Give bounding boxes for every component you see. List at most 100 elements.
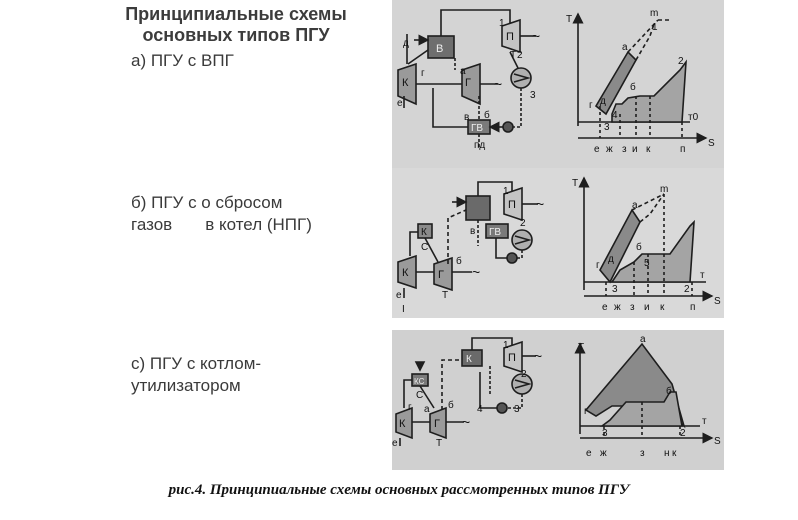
- ts-c-axis-label-s: S: [714, 436, 721, 447]
- scheme-c-mark: е: [392, 438, 398, 449]
- ts-diagram-b: [578, 176, 714, 302]
- gas-turbine-a-label: Г: [465, 77, 471, 89]
- svg-text:~: ~: [536, 196, 544, 212]
- ts-a-point: б: [630, 81, 636, 93]
- ts-c-x-label: н: [664, 448, 670, 459]
- ts-b-x-label: ж: [614, 302, 621, 313]
- scheme-c-marks: б е а г 1 2 3 4 Т: [392, 340, 527, 449]
- ts-b-point: а: [632, 200, 638, 211]
- ts-b-x-label: з: [630, 302, 635, 313]
- ts-a-x-label: ж: [606, 144, 613, 155]
- scheme-a-mark: в: [464, 112, 469, 123]
- scheme-b-marks: б е в 1 2 Т I: [396, 186, 526, 315]
- ts-a-point: 2: [678, 56, 684, 67]
- ts-b-point: 3: [612, 284, 618, 295]
- ts-a-point: т0: [688, 112, 699, 123]
- steam-generator-a-label: В: [436, 43, 443, 55]
- gas-turbine-a: [461, 62, 481, 106]
- svg-text:~: ~: [472, 264, 480, 280]
- scheme-c-mark: г: [408, 402, 412, 413]
- scheme-a: К Г ~ В П ~ ГВ: [397, 9, 540, 148]
- ts-b-point: m: [660, 184, 668, 195]
- scheme-c-mark: а: [424, 404, 430, 415]
- waste-heat-boiler-c-label: К: [466, 354, 472, 365]
- ts-c-x-label: е: [586, 448, 592, 459]
- ts-c-axis-label-t: Т: [578, 342, 584, 353]
- ts-c-labels: Т S а г б 3 2 т е ж з н к: [578, 334, 721, 459]
- scheme-a-label: а) ПГУ с ВПГ: [131, 50, 234, 72]
- scheme-b: К Г ~ К С П ~ ГВ: [397, 181, 544, 298]
- combustion-chamber-c-label: КС: [414, 377, 425, 386]
- combustion-chamber-b-c-label: С: [421, 242, 428, 253]
- ts-b-x-label: п: [690, 302, 695, 313]
- pump-c: [496, 402, 508, 414]
- ts-b-axis-label-s: S: [714, 296, 721, 307]
- ts-a-x-label: п: [680, 144, 685, 155]
- scheme-a-mark: е: [397, 98, 403, 109]
- gas-turbine-b: [433, 256, 453, 292]
- scheme-b-mark: е: [396, 290, 402, 301]
- ts-a-x-label: з: [622, 144, 627, 155]
- ts-b-axis-label-t: Т: [572, 178, 578, 189]
- ts-b-point: 5: [644, 258, 650, 269]
- steam-turbine-a-label: П: [506, 31, 514, 43]
- ts-c-point: б: [666, 385, 672, 397]
- steam-turbine-c-label: П: [508, 352, 516, 364]
- scheme-c-mark: 3: [514, 404, 520, 415]
- ts-a-point: а: [622, 42, 628, 53]
- gas-water-heater-b: [485, 223, 509, 239]
- scheme-a-label-line: а) ПГУ с ВПГ: [131, 51, 234, 70]
- scheme-a-mark: 2: [517, 50, 523, 61]
- pump-b: [506, 252, 518, 264]
- scheme-b-mark: 1: [503, 186, 509, 197]
- gas-water-heater-b-label: ГВ: [489, 227, 501, 238]
- ts-c-point: 2: [680, 428, 686, 439]
- figure-caption: рис.4. Принципиальные схемы основных рас…: [168, 482, 630, 498]
- compressor-c: [395, 406, 413, 440]
- ts-a-point: д: [600, 96, 606, 107]
- scheme-b-mark: Т: [442, 290, 448, 301]
- ts-a-x-label: е: [594, 144, 600, 155]
- ts-diagram-c: [574, 342, 714, 444]
- scheme-a-mark: б: [484, 109, 490, 121]
- ts-b-labels: Т S m а б г д 5 3 2 т е ж з и к п: [572, 178, 721, 313]
- compressor-a: [397, 62, 417, 106]
- ts-a-point: m: [650, 8, 658, 19]
- scheme-c-mark: 1: [503, 340, 509, 351]
- ts-a-x-label: к: [646, 144, 651, 155]
- scheme-a-mark: д: [403, 38, 409, 49]
- scheme-c-label-line-2: утилизатором: [131, 376, 241, 395]
- scheme-b-mark: б: [456, 255, 462, 267]
- compressor-c-label: К: [399, 418, 406, 430]
- ts-c-point: 3: [602, 428, 608, 439]
- scheme-b-label-line-1: б) ПГУ с о сбросом: [131, 193, 283, 212]
- waste-heat-boiler-c: [461, 349, 483, 367]
- scheme-b-mark: в: [470, 226, 475, 237]
- combustion-chamber-b-label: К: [421, 227, 427, 238]
- gas-turbine-c-label: Г: [434, 418, 440, 430]
- scheme-a-marks: г е д а б в пд 1 2 3 Т: [397, 18, 536, 151]
- figure-heading: Принципиальные схемы основных типов ПГУ: [111, 4, 361, 46]
- ts-b-point: 2: [684, 284, 690, 295]
- ts-c-point: г: [584, 406, 588, 417]
- ts-b-x-label: е: [602, 302, 608, 313]
- boiler-b: [465, 195, 491, 221]
- ts-a-axis-label-t: Т: [566, 14, 572, 25]
- ts-diagram-a: [572, 12, 708, 144]
- ts-c-point: т: [702, 416, 707, 427]
- gas-turbine-b-label: Г: [438, 269, 444, 281]
- steam-turbine-b: [503, 186, 523, 222]
- ts-b-point: д: [608, 254, 614, 265]
- ts-a-point: 4: [612, 110, 618, 121]
- svg-text:~: ~: [532, 28, 540, 44]
- scheme-a-mark: г: [421, 68, 425, 79]
- scheme-a-mark: 3: [530, 90, 536, 101]
- scheme-b-mark: 2: [520, 218, 526, 229]
- ts-a-point: 1: [652, 22, 658, 33]
- gas-water-heater-a-label: ГВ: [471, 123, 483, 134]
- scheme-c: К Г ~ КС С К П ~: [395, 337, 542, 446]
- ts-c-x-label: ж: [600, 448, 607, 459]
- ts-a-axis-label-s: S: [708, 138, 715, 149]
- ts-a-x-label: и: [632, 144, 638, 155]
- scheme-a-mark: пд: [474, 140, 485, 151]
